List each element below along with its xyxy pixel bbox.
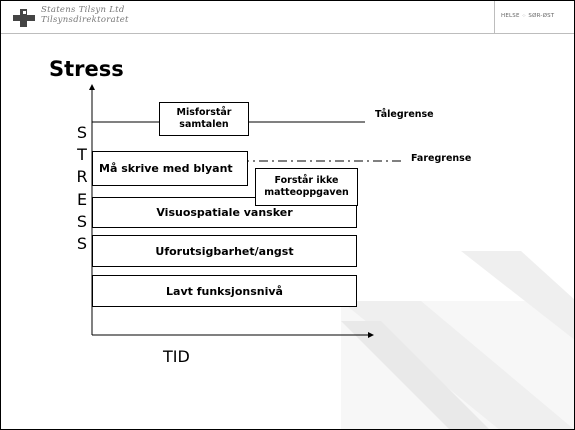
y-axis-letter: R — [76, 167, 88, 186]
header-divider — [1, 33, 574, 34]
header-vertical-divider — [494, 1, 495, 33]
faregrense-label: Faregrense — [411, 153, 472, 164]
box-ma-skrive-med-blyant: Må skrive med blyant — [92, 151, 248, 186]
y-axis-letter: S — [76, 123, 88, 142]
y-axis-letter: E — [76, 190, 88, 209]
organization-logo-text: Statens Tilsyn Ltd Tilsynsdirektoratet — [41, 5, 129, 25]
y-axis-letter: S — [76, 212, 88, 231]
box-uforutsigbarhet-angst: Uforutsigbarhet/angst — [92, 235, 357, 267]
talegrense-label: Tålegrense — [375, 109, 434, 120]
x-axis-label: TID — [163, 347, 190, 366]
helse-logo-dots-icon: ⁘ — [521, 13, 527, 19]
helse-logo-text: HELSE — [501, 13, 520, 19]
organization-name-line2: Tilsynsdirektoratet — [41, 15, 129, 25]
helse-logo-region: SØR-ØST — [528, 13, 555, 19]
hospital-cross-logo-icon — [13, 9, 35, 27]
slide-title: Stress — [49, 57, 124, 81]
box-forstar-ikke-matteoppgaven: Forstår ikke matteoppgaven — [255, 168, 358, 206]
box-lavt-funksjonsniva: Lavt funksjonsnivå — [92, 275, 357, 307]
y-axis-letter: S — [76, 234, 88, 253]
box-misforstar-samtalen: Misforstår samtalen — [159, 102, 249, 136]
helse-sor-ost-logo: HELSE ⁘ SØR-ØST — [501, 13, 554, 19]
y-axis-letter: T — [77, 145, 87, 164]
organization-name-line1: Statens Tilsyn Ltd — [41, 5, 125, 15]
